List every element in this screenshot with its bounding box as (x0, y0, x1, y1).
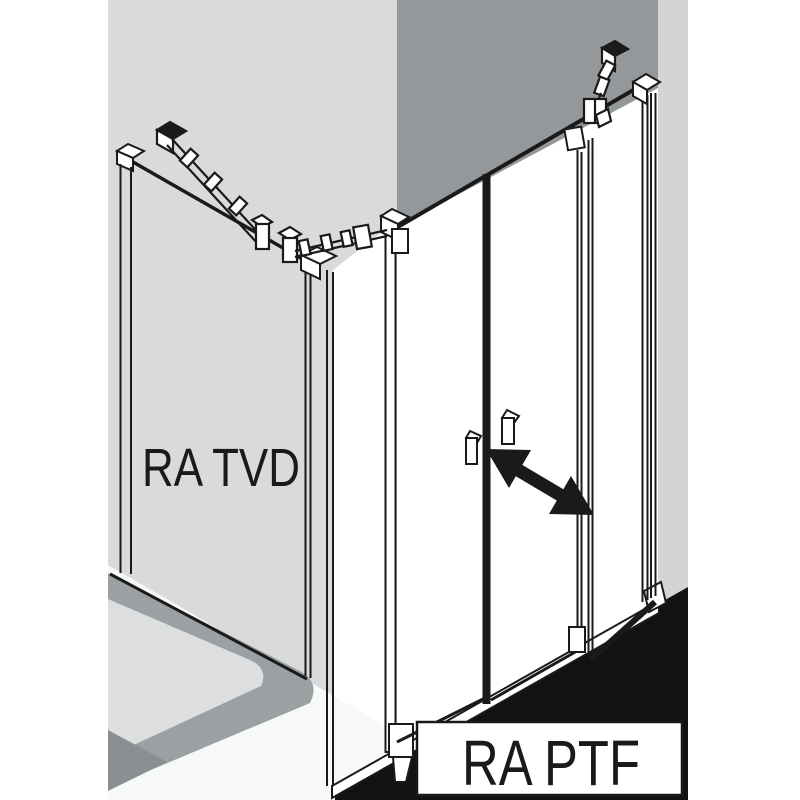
right-door-hinge-bottom (568, 626, 586, 653)
right-door-handle (501, 417, 515, 445)
side-panel-top-edge (132, 160, 305, 262)
bar-clamp (339, 229, 354, 249)
door-handles (464, 408, 521, 465)
bar-clamp (227, 195, 249, 217)
left-door-handle (465, 437, 478, 465)
corner-opening (333, 227, 388, 800)
fixed-panel-bottom-edge (588, 599, 657, 663)
arrow-head-right (549, 476, 594, 515)
bar-clamp (592, 75, 611, 98)
arrow-head-left (486, 449, 531, 488)
stabilizer-bar-corner (276, 223, 388, 264)
door-hinge-top (391, 228, 409, 254)
right-panel-cap-front (632, 80, 648, 106)
label-door: RA PTF (462, 727, 640, 799)
door-hinge-foot (391, 756, 414, 783)
bar-clamp (297, 238, 312, 258)
double-swing-arrow-icon (486, 449, 594, 515)
label-door-group: RA PTF (415, 720, 684, 799)
bar-clamp (319, 233, 334, 253)
side-panel-top-cap-front (116, 149, 134, 173)
stabilizer-bar-right (582, 39, 631, 129)
front-left-post (384, 223, 397, 753)
left-door-bottom-edge (396, 697, 484, 744)
door-meeting-stile (482, 174, 491, 704)
corner-bar-bracket (351, 223, 374, 251)
stabilizer-bar-left (154, 120, 275, 251)
bar-clamp (178, 147, 200, 169)
bar-end-tab (594, 107, 613, 129)
label-side-panel: RA TVD (142, 438, 300, 498)
bar-end-clamp (254, 222, 271, 251)
corner-post-cap-front (300, 253, 321, 281)
tray-floor (108, 599, 264, 757)
tray-corner-shadow (108, 730, 167, 791)
wall-right-edge-strip (658, 0, 688, 604)
side-panel-ra-tvd (109, 142, 339, 788)
arrow-shaft (509, 461, 571, 505)
label-door-box (415, 720, 684, 797)
right-door-bottom-edge (490, 649, 578, 702)
bar-clamp (202, 171, 224, 193)
side-panel-bottom-edge (109, 572, 308, 681)
front-wall-ra-ptf (378, 72, 662, 783)
wall-right-face (397, 0, 658, 227)
corner-bar-rod (294, 228, 388, 253)
right-door-pivot-top (563, 125, 586, 152)
